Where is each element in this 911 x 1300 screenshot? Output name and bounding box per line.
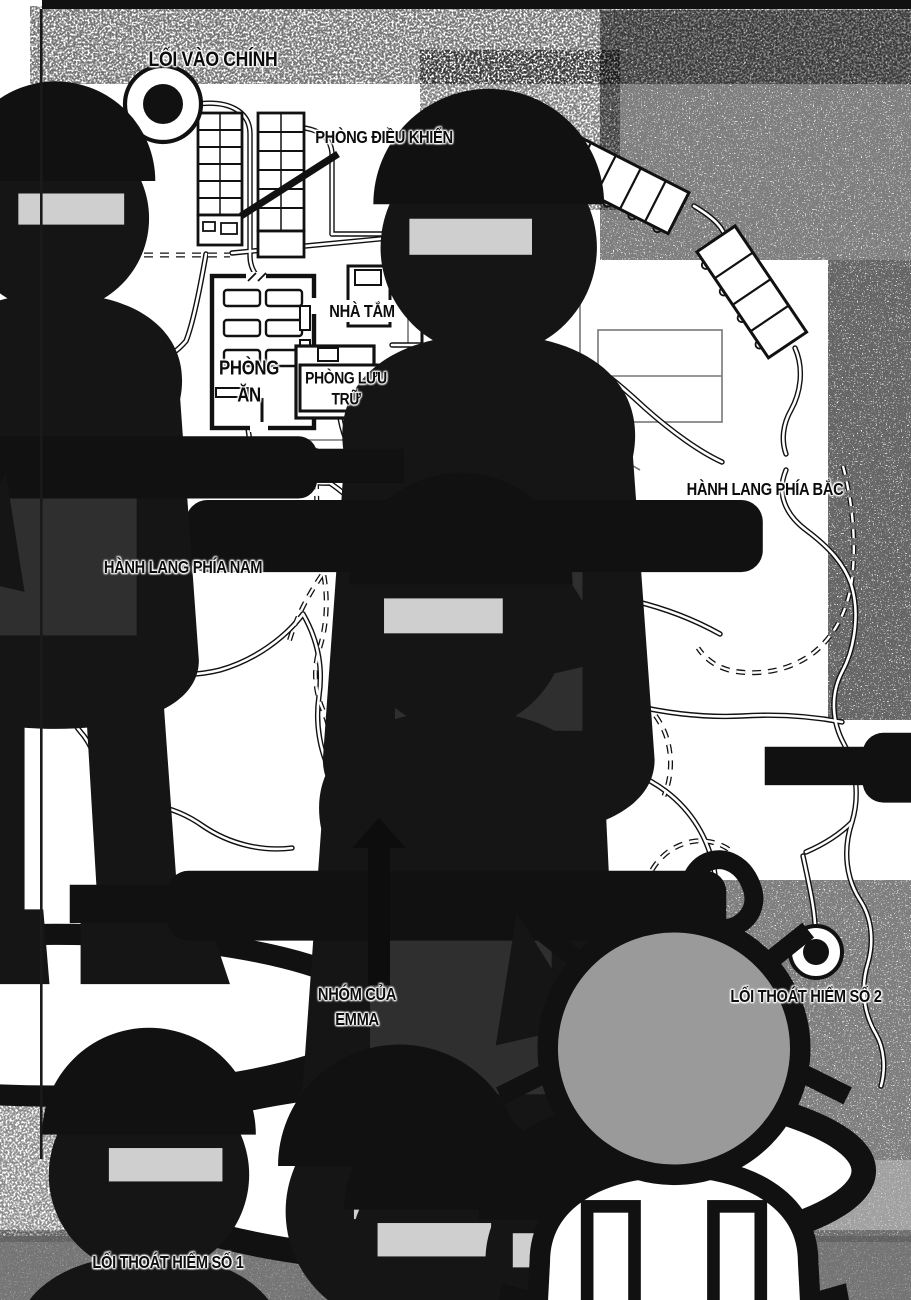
label-south-corridor: HÀNH LANG PHÍA NAM [103,556,263,577]
label-bathroom: NHÀ TẮM [329,300,395,321]
label-control-room: PHÒNG ĐIỀU KHIỂN [315,126,453,147]
label-dining-room-line1: PHÒNG [219,357,279,380]
main-entrance-marker [122,63,204,145]
entrance-cell-block-right [256,111,306,259]
bathroom-label-backing [330,300,394,322]
entrance-cell-block-left [196,111,244,247]
label-exit-1: LỐI THOÁT HIỂM SỐ 1 [92,1251,244,1272]
escape-direction-arrow [352,818,406,985]
label-emma-group-line1: NHÓM CỦA [317,983,397,1004]
panel-border [40,0,911,1159]
label-dining-room-line2: ĂN [237,384,261,407]
label-storage-room-line1: PHÒNG LƯU [305,369,387,388]
control-room-pointer-line [239,151,340,219]
label-north-corridor: HÀNH LANG PHÍA BẮC [686,478,844,499]
label-storage-room-line2: TRỮ [331,390,361,409]
cell-row-right-edge [694,223,809,360]
label-emma-group-line2: EMMA [335,1008,379,1029]
label-main-entrance: LỐI VÀO CHÍNH [148,47,278,71]
label-exit-2: LỐI THOÁT HIỂM SỐ 2 [730,985,882,1006]
